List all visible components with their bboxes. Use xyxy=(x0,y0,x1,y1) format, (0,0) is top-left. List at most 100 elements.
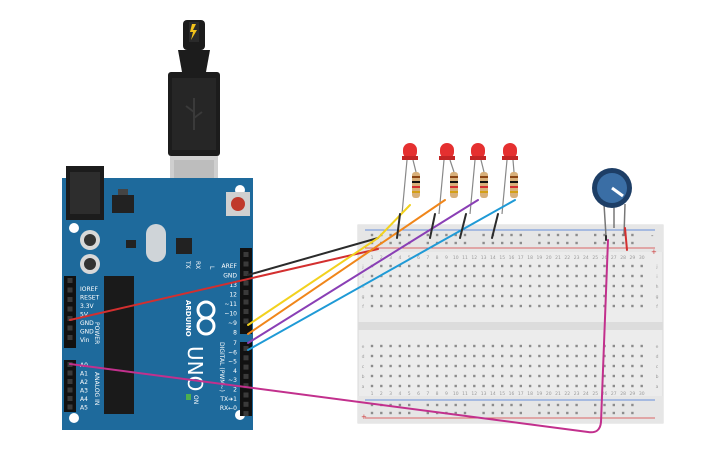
breadboard-hole[interactable] xyxy=(445,284,448,288)
rail-hole[interactable] xyxy=(603,233,606,237)
breadboard-hole[interactable] xyxy=(463,294,467,298)
breadboard-hole[interactable] xyxy=(473,344,476,348)
breadboard-hole[interactable] xyxy=(612,274,615,278)
breadboard[interactable]: - + - + 11223344556677889910101111121213… xyxy=(357,224,664,424)
breadboard-hole[interactable] xyxy=(640,374,643,378)
breadboard-hole[interactable] xyxy=(408,354,411,358)
pin7-wire[interactable] xyxy=(247,199,446,335)
breadboard-hole[interactable] xyxy=(510,384,513,388)
breadboard-hole[interactable] xyxy=(631,274,634,278)
breadboard-hole[interactable] xyxy=(445,354,448,358)
breadboard-hole[interactable] xyxy=(473,264,476,268)
header-pin[interactable] xyxy=(67,404,73,410)
led-icon[interactable] xyxy=(403,143,417,159)
breadboard-hole[interactable] xyxy=(454,274,457,278)
breadboard-hole[interactable] xyxy=(473,294,476,298)
breadboard-hole[interactable] xyxy=(463,264,467,268)
breadboard-hole[interactable] xyxy=(445,274,448,278)
breadboard-hole[interactable] xyxy=(501,384,504,388)
rail-hole[interactable] xyxy=(389,403,392,407)
rail-hole[interactable] xyxy=(612,233,615,237)
breadboard-hole[interactable] xyxy=(538,384,541,388)
breadboard-hole[interactable] xyxy=(463,344,467,348)
header-pin[interactable] xyxy=(243,383,249,389)
breadboard-hole[interactable] xyxy=(454,304,457,308)
breadboard-hole[interactable] xyxy=(566,384,569,388)
header-pin[interactable] xyxy=(243,271,249,276)
breadboard-hole[interactable] xyxy=(594,364,597,368)
rail-hole[interactable] xyxy=(482,241,485,245)
breadboard-hole[interactable] xyxy=(547,354,550,358)
breadboard-hole[interactable] xyxy=(510,304,513,308)
breadboard-hole[interactable] xyxy=(380,304,383,308)
breadboard-hole[interactable] xyxy=(463,284,467,288)
breadboard-hole[interactable] xyxy=(380,364,383,368)
rail-hole[interactable] xyxy=(463,403,467,407)
rail-hole[interactable] xyxy=(501,233,504,237)
breadboard-hole[interactable] xyxy=(408,344,411,348)
breadboard-hole[interactable] xyxy=(473,364,476,368)
breadboard-hole[interactable] xyxy=(426,384,429,388)
breadboard-hole[interactable] xyxy=(621,354,625,358)
rail-hole[interactable] xyxy=(510,233,513,237)
breadboard-hole[interactable] xyxy=(398,284,402,288)
arduino-board[interactable]: ARDUINO UNO TX RX L ON IOREFRESET3.3V5VG… xyxy=(62,166,253,430)
breadboard-hole[interactable] xyxy=(417,294,420,298)
breadboard-hole[interactable] xyxy=(556,264,560,268)
breadboard-hole[interactable] xyxy=(584,274,588,278)
rail-hole[interactable] xyxy=(575,411,578,415)
breadboard-hole[interactable] xyxy=(454,364,457,368)
breadboard-hole[interactable] xyxy=(482,364,485,368)
breadboard-hole[interactable] xyxy=(556,304,560,308)
rail-hole[interactable] xyxy=(621,403,625,407)
breadboard-hole[interactable] xyxy=(510,354,513,358)
rail-hole[interactable] xyxy=(594,411,597,415)
breadboard-hole[interactable] xyxy=(482,384,485,388)
breadboard-hole[interactable] xyxy=(594,384,597,388)
rail-hole[interactable] xyxy=(482,411,485,415)
breadboard-hole[interactable] xyxy=(482,344,485,348)
breadboard-hole[interactable] xyxy=(556,294,560,298)
breadboard-hole[interactable] xyxy=(575,384,578,388)
breadboard-hole[interactable] xyxy=(389,384,392,388)
breadboard-hole[interactable] xyxy=(501,364,504,368)
header-pin[interactable] xyxy=(67,297,73,302)
header-pin[interactable] xyxy=(67,306,73,312)
breadboard-hole[interactable] xyxy=(566,284,569,288)
breadboard-hole[interactable] xyxy=(445,264,448,268)
breadboard-hole[interactable] xyxy=(417,304,420,308)
breadboard-hole[interactable] xyxy=(612,374,615,378)
breadboard-hole[interactable] xyxy=(621,274,625,278)
rail-hole[interactable] xyxy=(547,233,550,237)
breadboard-hole[interactable] xyxy=(519,384,522,388)
header-pin[interactable] xyxy=(67,316,73,321)
breadboard-hole[interactable] xyxy=(547,284,550,288)
led-icon[interactable] xyxy=(503,143,517,159)
breadboard-hole[interactable] xyxy=(370,374,374,378)
breadboard-hole[interactable] xyxy=(510,344,513,348)
breadboard-hole[interactable] xyxy=(566,264,569,268)
breadboard-hole[interactable] xyxy=(510,364,513,368)
breadboard-hole[interactable] xyxy=(612,264,615,268)
breadboard-hole[interactable] xyxy=(640,384,643,388)
breadboard-hole[interactable] xyxy=(389,344,392,348)
breadboard-hole[interactable] xyxy=(389,264,392,268)
breadboard-hole[interactable] xyxy=(640,294,643,298)
breadboard-hole[interactable] xyxy=(547,304,550,308)
rail-hole[interactable] xyxy=(594,403,597,407)
breadboard-hole[interactable] xyxy=(408,264,411,268)
breadboard-hole[interactable] xyxy=(454,344,457,348)
breadboard-hole[interactable] xyxy=(380,294,383,298)
breadboard-hole[interactable] xyxy=(594,374,597,378)
breadboard-hole[interactable] xyxy=(445,344,448,348)
breadboard-hole[interactable] xyxy=(621,364,625,368)
breadboard-hole[interactable] xyxy=(473,274,476,278)
breadboard-hole[interactable] xyxy=(631,264,634,268)
breadboard-hole[interactable] xyxy=(575,354,578,358)
header-pin[interactable] xyxy=(243,252,249,257)
breadboard-hole[interactable] xyxy=(398,374,402,378)
a0-wire[interactable] xyxy=(69,239,609,434)
breadboard-hole[interactable] xyxy=(426,364,429,368)
rail-hole[interactable] xyxy=(566,233,569,237)
breadboard-hole[interactable] xyxy=(482,294,485,298)
